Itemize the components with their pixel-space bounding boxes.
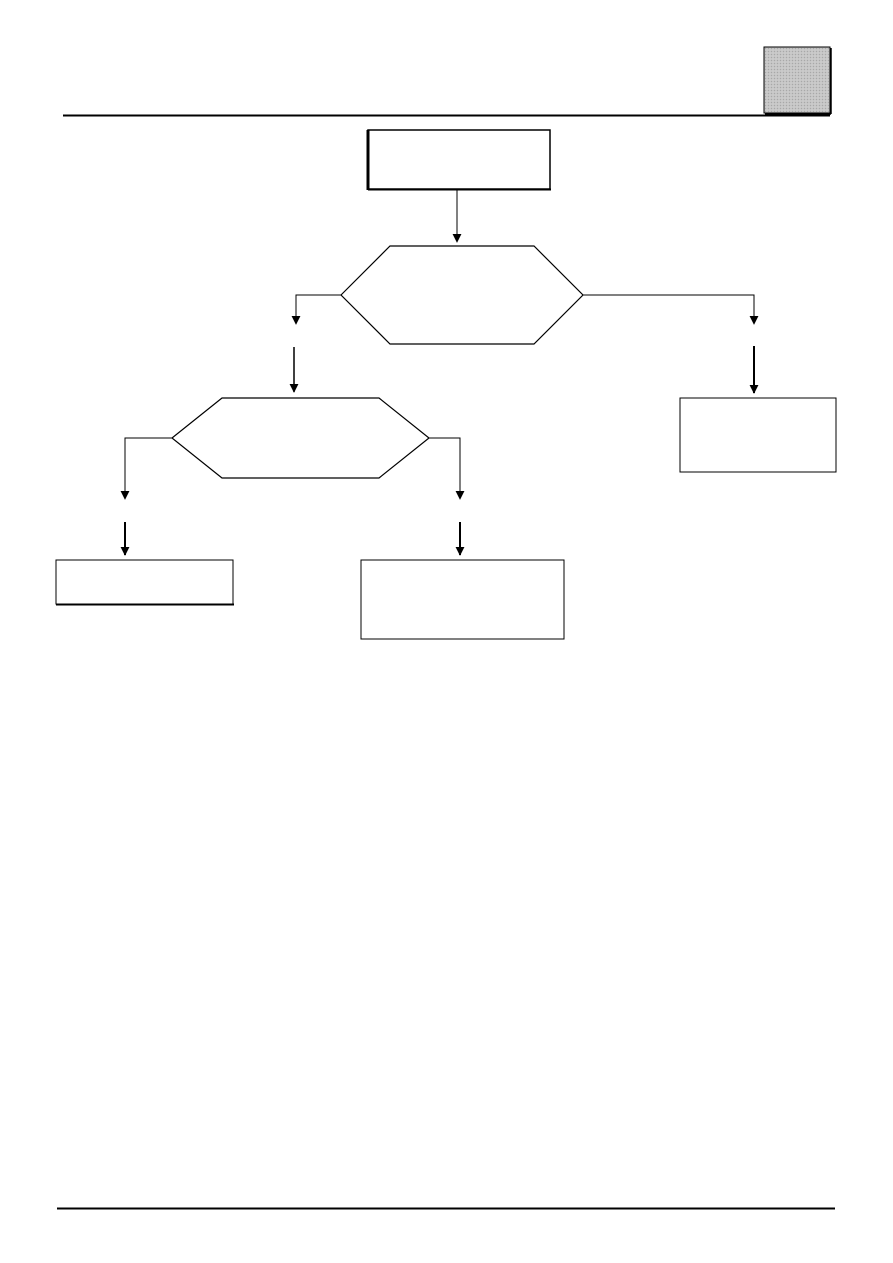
edge-decision-left-to-result-middle [429, 437, 465, 556]
edge-decision-left-to-result-left [120, 437, 172, 556]
node-result-left [55, 559, 234, 606]
edge-decision-top-to-result-right [583, 294, 759, 394]
node-decision-top [340, 245, 584, 345]
node-decision-left [171, 397, 430, 479]
node-result-right [679, 397, 837, 473]
header-tab [763, 46, 831, 114]
edge-decision-top-to-decision-left [289, 294, 341, 393]
node-result-middle [360, 559, 565, 640]
node-start [366, 129, 551, 191]
